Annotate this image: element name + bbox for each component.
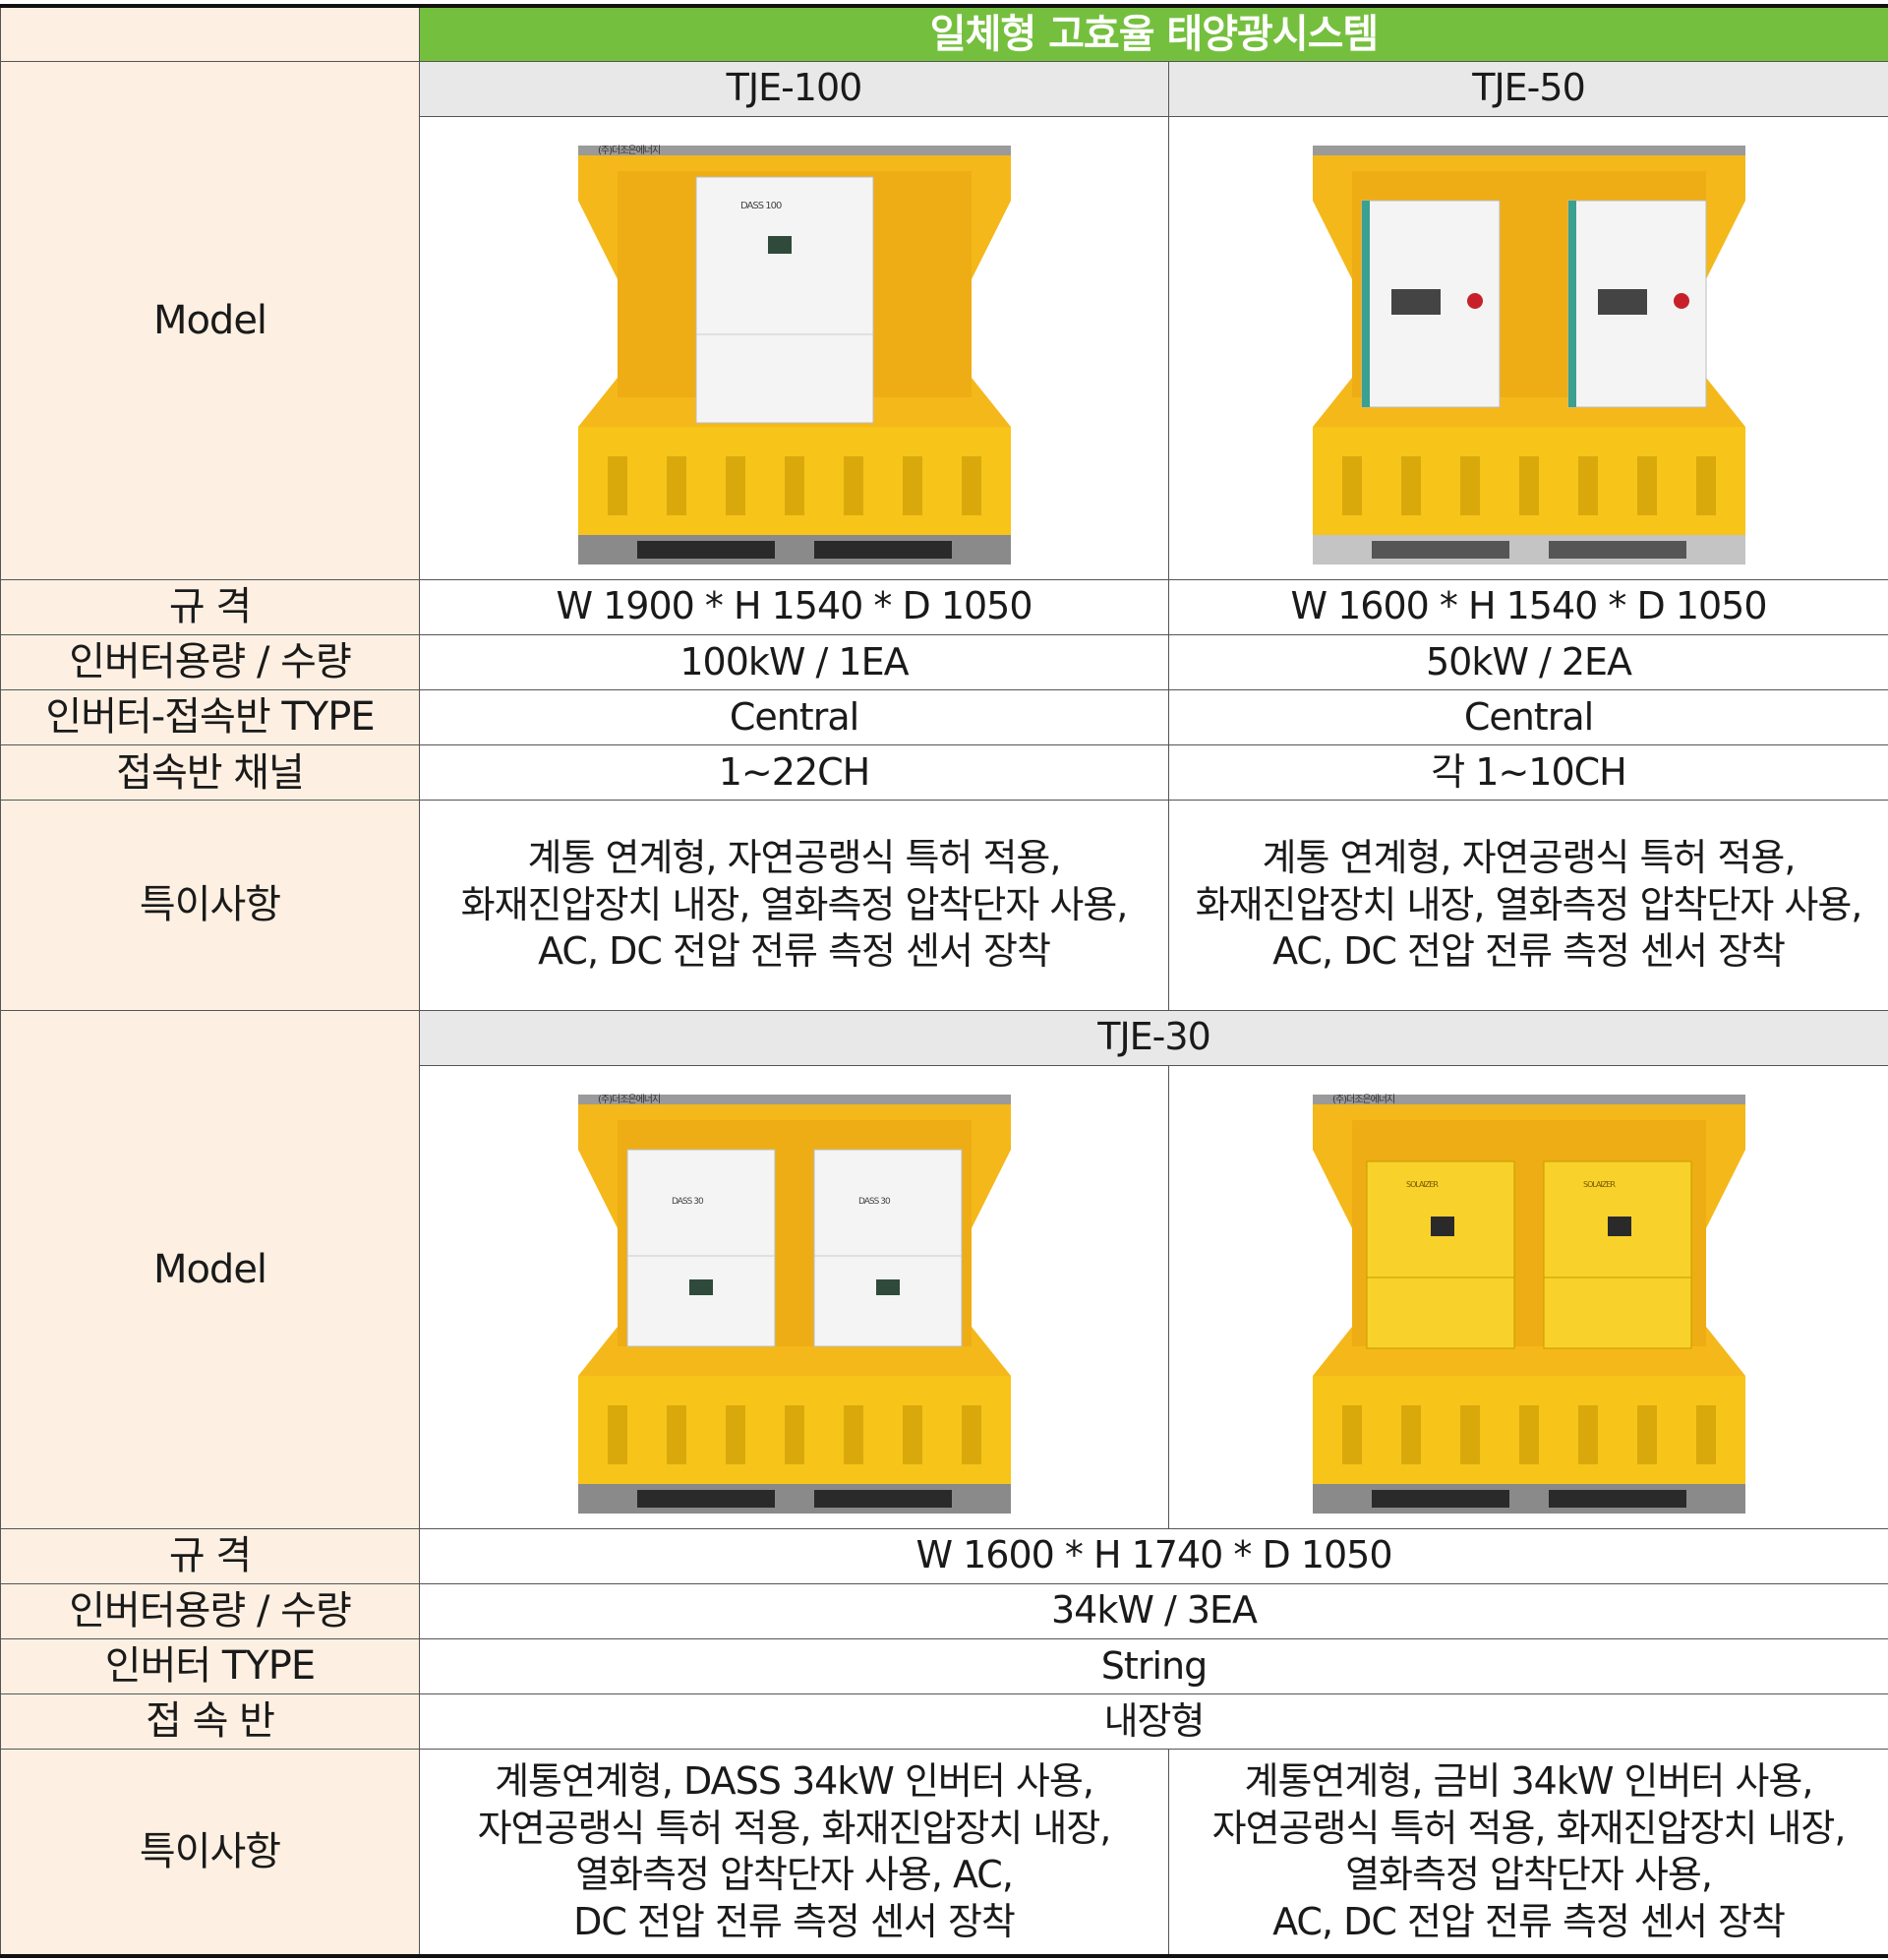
size-value: W 1600 * H 1540 * D 1050 (1167, 578, 1888, 635)
notes-line: 계통 연계형, 자연공랭식 특허 적용, (1262, 836, 1797, 880)
row-label-capacity: 인버터용량 / 수량 (0, 633, 420, 690)
notes-line: 계통연계형, 금비 34kW 인버터 사용, (1244, 1759, 1814, 1803)
notes-cell-tje100: 계통 연계형, 자연공랭식 특허 적용, 화재진압장치 내장, 열화측정 압착단… (419, 800, 1169, 1011)
type-value: Central (419, 688, 1169, 745)
inverter-label: DASS 100 (740, 201, 782, 211)
notes-cell-tje30-solaizer: 계통연계형, 금비 34kW 인버터 사용, 자연공랭식 특허 적용, 화재진압… (1167, 1749, 1888, 1958)
notes-line: AC, DC 전압 전류 측정 센서 장착 (1272, 1899, 1786, 1943)
brand-tag: (주)더조은에너지 (598, 145, 660, 156)
table-title: 일체형 고효율 태양광시스템 (418, 3, 1888, 62)
size-value: W 1900 * H 1540 * D 1050 (419, 578, 1169, 635)
model-name-tje30: TJE-30 (418, 1009, 1888, 1066)
cabinet-illustration: (주)더조은에너지 SOLAIZER SOLAIZER (1312, 1094, 1745, 1514)
model-label: Model (0, 60, 420, 580)
notes-line: AC, DC 전압 전류 측정 센서 장착 (1272, 929, 1786, 974)
size-value: W 1600 * H 1740 * D 1050 (418, 1527, 1888, 1584)
row-label-notes: 특이사항 (0, 1749, 420, 1958)
notes-line: DC 전압 전류 측정 센서 장착 (573, 1899, 1016, 1943)
model-label: Model (0, 1009, 420, 1529)
notes-line: 계통 연계형, 자연공랭식 특허 적용, (527, 836, 1062, 880)
notes-line: 열화측정 압착단자 사용, AC, (575, 1853, 1014, 1896)
product-photo-tje100: (주)더조은에너지 DASS 100 (419, 115, 1169, 580)
capacity-value: 100kW / 1EA (419, 633, 1169, 690)
junction-value: 내장형 (418, 1693, 1888, 1751)
row-label-notes: 특이사항 (0, 800, 420, 1011)
row-label-capacity: 인버터용량 / 수량 (0, 1582, 420, 1639)
inverter-label: DASS 30 (672, 1197, 704, 1207)
inverter-label: DASS 30 (858, 1197, 891, 1207)
product-photo-tje30-dass: (주)더조은에너지 DASS 30 DASS 30 (419, 1064, 1169, 1529)
notes-cell-tje30-dass: 계통연계형, DASS 34kW 인버터 사용, 자연공랭식 특허 적용, 화재… (419, 1749, 1169, 1958)
notes-line: 화재진압장치 내장, 열화측정 압착단자 사용, (460, 882, 1129, 926)
notes-line: 열화측정 압착단자 사용, (1345, 1853, 1713, 1896)
row-label-channel: 접속반 채널 (0, 743, 420, 802)
cabinet-illustration: (주)더조은에너지 DASS 30 DASS 30 (577, 1094, 1011, 1514)
cabinet-illustration (1312, 145, 1745, 564)
row-label-junction: 접 속 반 (0, 1693, 420, 1751)
inverter-label: SOLAIZER (1406, 1180, 1439, 1189)
model-name-tje50: TJE-50 (1167, 60, 1888, 117)
product-photo-tje30-solaizer: (주)더조은에너지 SOLAIZER SOLAIZER (1167, 1064, 1888, 1529)
row-label-type: 인버터-접속반 TYPE (0, 688, 420, 745)
notes-cell-tje50: 계통 연계형, 자연공랭식 특허 적용, 화재진압장치 내장, 열화측정 압착단… (1167, 800, 1888, 1011)
notes-line: 화재진압장치 내장, 열화측정 압착단자 사용, (1195, 882, 1863, 926)
notes-line: 자연공랭식 특허 적용, 화재진압장치 내장, (477, 1806, 1112, 1850)
capacity-value: 50kW / 2EA (1167, 633, 1888, 690)
notes-line: AC, DC 전압 전류 측정 센서 장착 (538, 929, 1051, 974)
row-label-type: 인버터 TYPE (0, 1637, 420, 1694)
notes-line: 자연공랭식 특허 적용, 화재진압장치 내장, (1211, 1806, 1847, 1850)
model-name-tje100: TJE-100 (419, 60, 1169, 117)
channel-value: 1~22CH (419, 743, 1169, 802)
brand-tag: (주)더조은에너지 (1332, 1094, 1394, 1105)
brand-tag: (주)더조은에너지 (598, 1094, 660, 1105)
capacity-value: 34kW / 3EA (418, 1582, 1888, 1639)
type-value: String (418, 1637, 1888, 1694)
notes-line: 계통연계형, DASS 34kW 인버터 사용, (495, 1759, 1094, 1803)
cabinet-illustration: (주)더조은에너지 DASS 100 (577, 145, 1011, 564)
corner-cell (0, 3, 420, 62)
type-value: Central (1167, 688, 1888, 745)
product-photo-tje50 (1167, 115, 1888, 580)
spec-table: 일체형 고효율 태양광시스템 Model TJE-100 TJE-50 (주)더… (0, 3, 1888, 1958)
row-label-size: 규 격 (0, 1527, 420, 1584)
channel-value: 각 1~10CH (1167, 743, 1888, 802)
inverter-label: SOLAIZER (1583, 1180, 1616, 1189)
row-label-size: 규 격 (0, 578, 420, 635)
